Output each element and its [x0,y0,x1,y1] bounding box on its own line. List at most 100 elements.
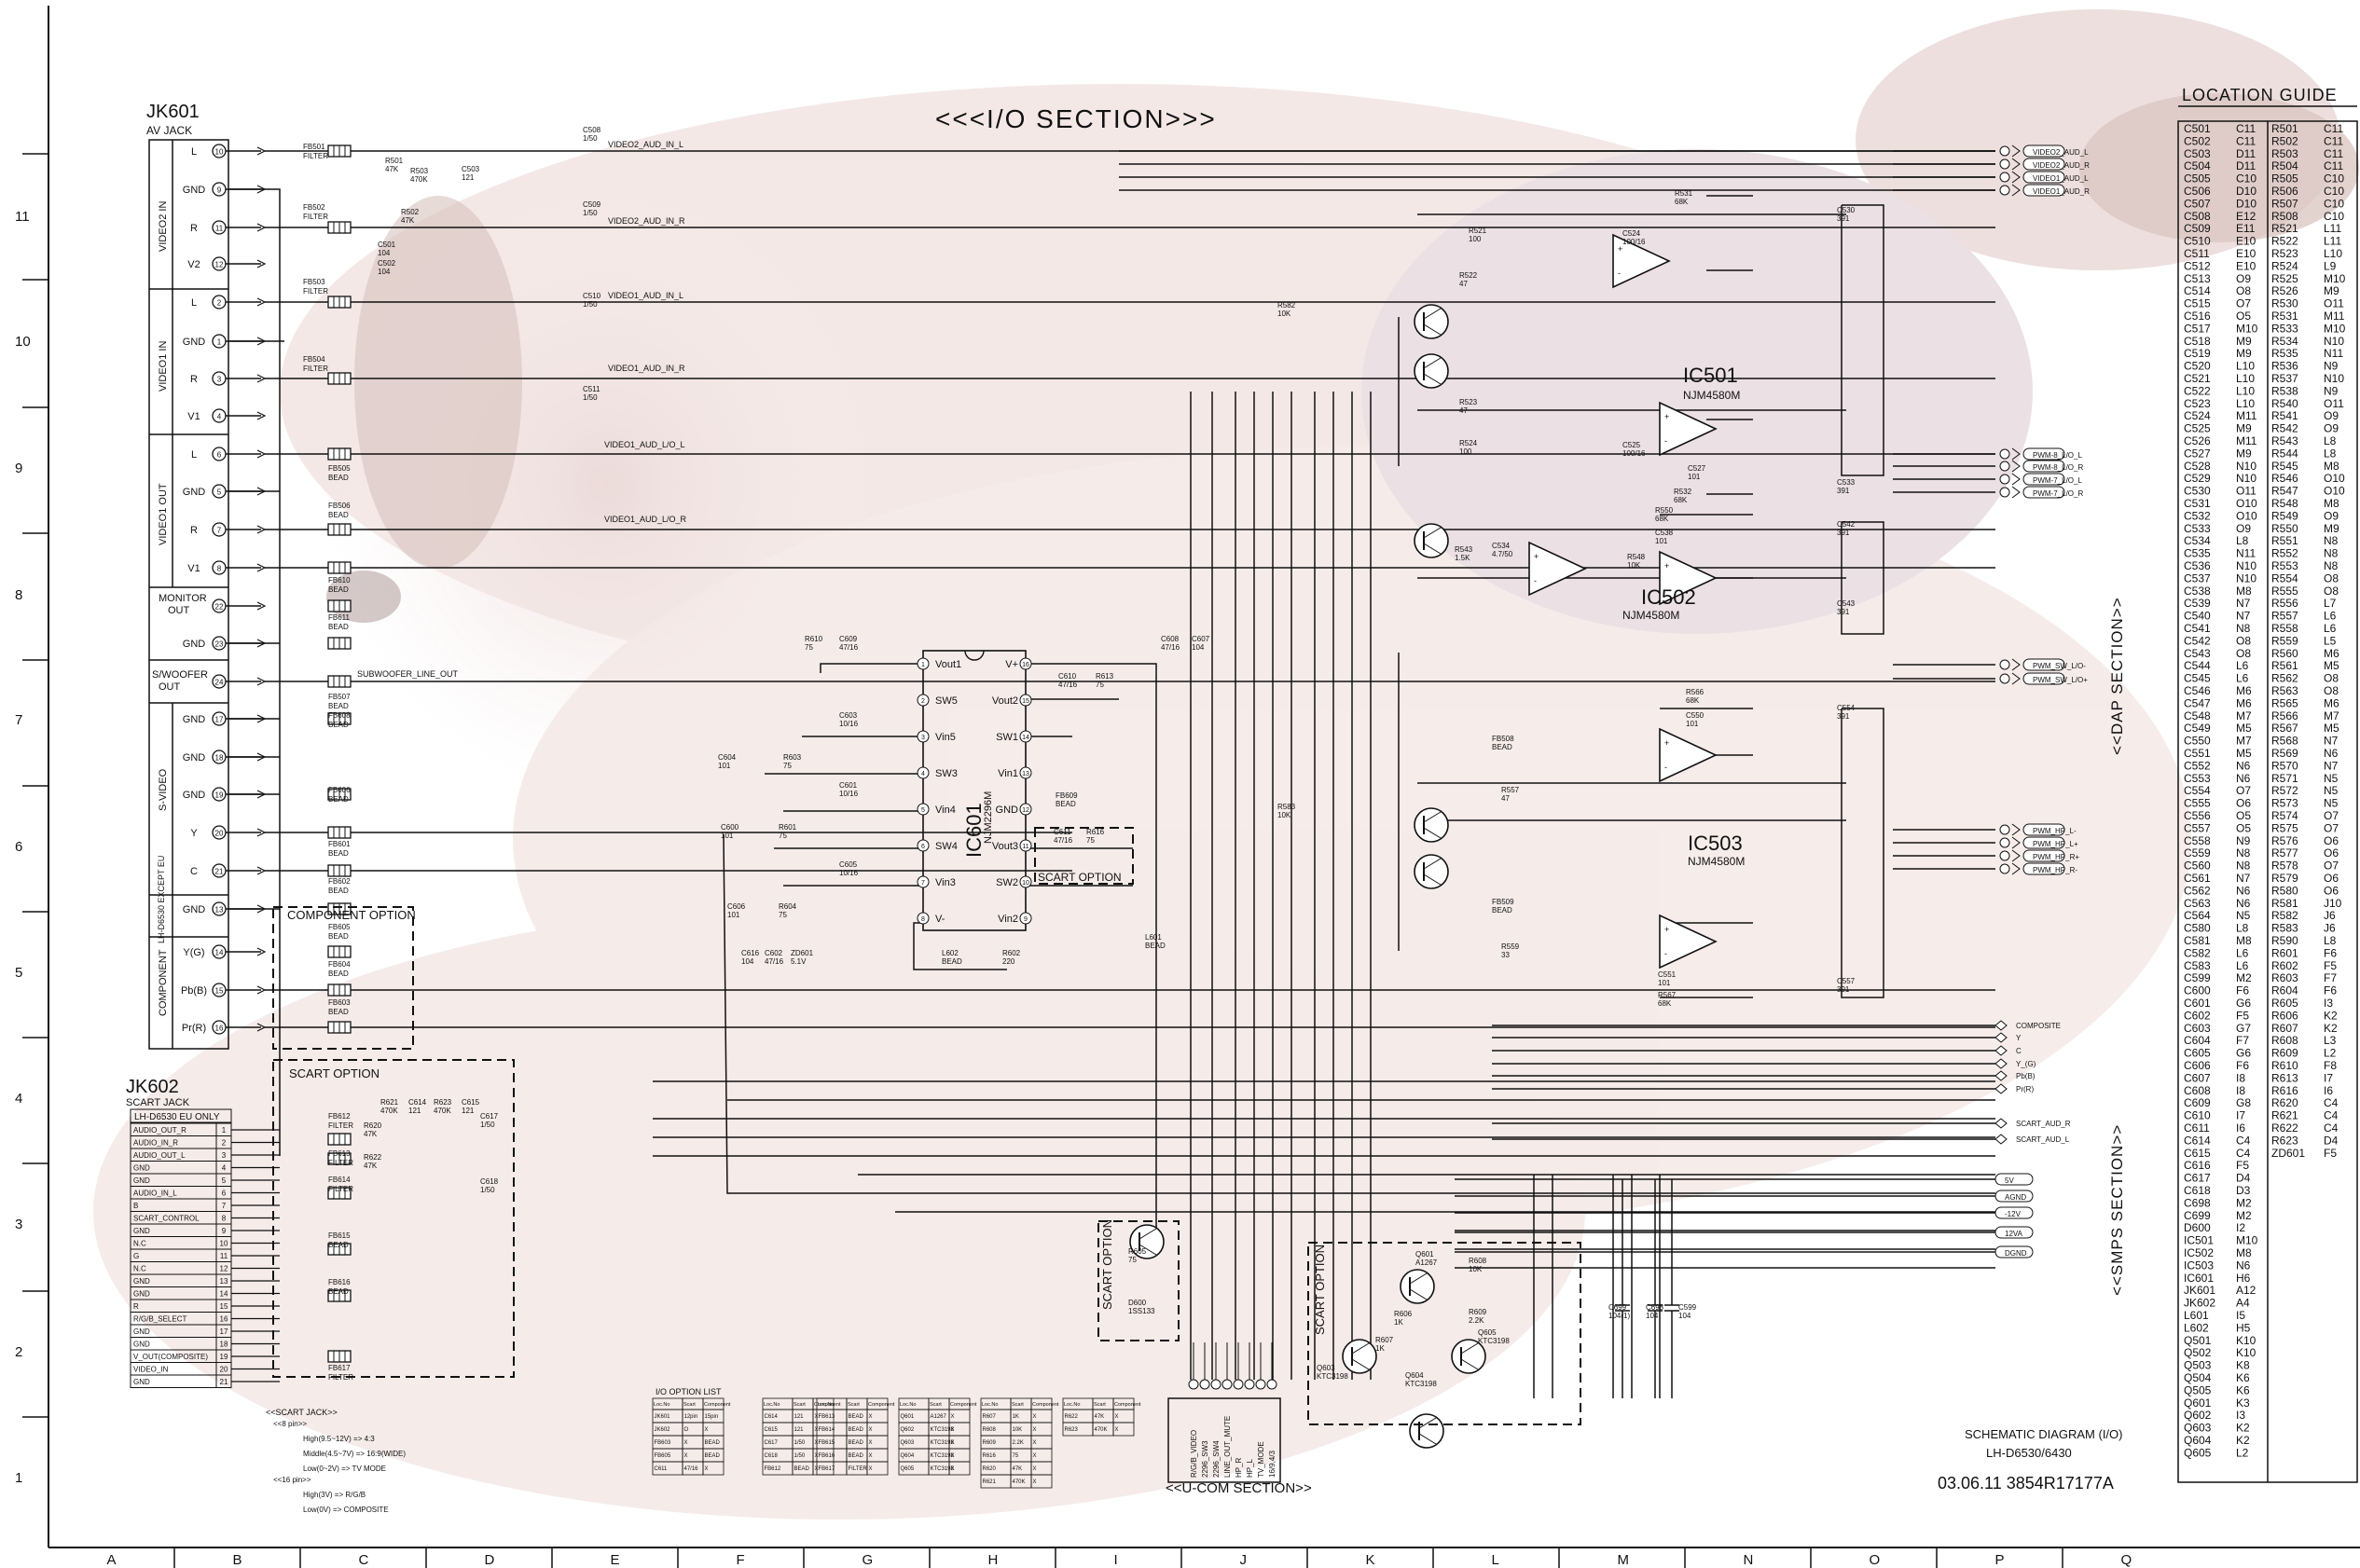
guide-loc: J10 [2324,897,2342,910]
io-header: Scart [930,1402,942,1408]
guide-loc: N8 [2324,547,2339,560]
component-label: R523 [1459,398,1478,406]
group-except-eu: LH-D6530 EXCEPT EU [157,856,166,943]
jk601-pin-num: 17 [215,716,224,724]
guide-loc: C11 [2236,134,2256,147]
component-label: C599 [1678,1303,1697,1312]
jk602-pin-label: GND [133,1327,150,1336]
io-cell: Q601 [901,1414,915,1420]
guide-ref: R555 [2271,585,2298,598]
guide-loc: G6 [2236,997,2251,1010]
component-label: 47/16 [1054,836,1073,845]
guide-loc: N6 [2236,772,2251,785]
io-cell: 1K [1013,1414,1019,1420]
guide-ref: R534 [2271,335,2298,348]
component-label: FB502 [303,203,325,212]
component-label: 1.5K [1455,554,1470,562]
io-header: Component [868,1402,895,1408]
io-cell: R623 [1065,1427,1079,1433]
guide-ref: C611 [2184,1121,2210,1135]
jk602-pin-num: 2 [222,1139,227,1148]
guide-ref: C556 [2184,809,2211,822]
guide-ref: R538 [2271,384,2298,397]
component-label: FB504 [303,355,325,364]
component-label: C525 [1622,441,1641,449]
guide-ref: R574 [2271,809,2298,822]
ic601-pin-num: 8 [921,916,925,923]
guide-ref: C537 [2184,571,2211,585]
guide-loc: O7 [2324,809,2339,822]
component-option-label: COMPONENT OPTION [287,908,416,922]
smps-section-label: <<SMPS SECTION>> [2108,1124,2126,1296]
io-cell: X [1115,1414,1119,1420]
component-label: R559 [1501,942,1520,951]
guide-loc: M8 [2236,585,2252,598]
jk601-pin-label: L [191,449,197,461]
svg-text:+: + [1664,561,1669,571]
component-label: FILTER [303,287,328,296]
guide-loc: N8 [2324,534,2339,547]
scart-option-label-2: SCART OPTION [1100,1219,1114,1310]
guide-loc: D10 [2236,185,2256,198]
scart-option-label-1: SCART OPTION [289,1066,380,1080]
component-label: FB601 [328,840,351,848]
io-cell: C611 [655,1466,669,1472]
ucom-pin-label: TV_MODE [1257,1441,1265,1478]
io-cell: KTC3198 [931,1440,955,1446]
guide-ref: R504 [2271,159,2298,172]
jk602-pin-num: 3 [222,1151,227,1160]
guide-loc: M7 [2236,735,2252,748]
guide-ref: C554 [2184,784,2211,797]
guide-loc: D10 [2236,197,2256,210]
component-label: 68K [1658,999,1672,1008]
component-label: 47K [364,1130,378,1138]
guide-ref: R607 [2271,1022,2298,1035]
component-label: R502 [401,208,420,216]
ic601-pin-num: 12 [1022,807,1029,814]
svg-text:+: + [1664,738,1669,748]
jk602-pin-label: AUDIO_IN_R [133,1139,178,1148]
title-line-1: SCHEMATIC DIAGRAM (I/O) [1965,1427,2122,1441]
guide-ref: R556 [2271,597,2298,610]
jk602-pin-label: V_OUT(COMPOSITE) [133,1353,208,1361]
io-cell: X [705,1427,709,1433]
guide-ref: C523 [2184,397,2211,410]
jk601-pin-num: 5 [217,488,222,497]
guide-ref: R621 [2271,1109,2298,1122]
jk601-pin-num: 22 [215,603,224,612]
guide-ref: R561 [2271,659,2298,672]
guide-ref: R522 [2271,235,2298,248]
component-label: 75 [1086,836,1095,845]
guide-ref: R559 [2271,634,2298,647]
jk601-pin-num: 23 [215,640,224,649]
column-label: Q [2121,1552,2132,1568]
component-label: FILTER [328,1121,353,1130]
component-labels: FB501FILTERFB502FILTERFB503FILTERFB504FI… [303,126,1856,1388]
component-label: 47 [1459,280,1468,288]
guide-loc: K6 [2236,1383,2250,1396]
io-cell: KTC3198 [931,1427,955,1433]
io-cell: BEAD [849,1414,864,1420]
component-label: FB506 [328,502,351,510]
connector-label: PWM-8_L/O_L [2033,451,2082,460]
guide-loc: L6 [2236,946,2249,959]
guide-loc: N8 [2236,846,2251,860]
component-label: BEAD [328,585,349,594]
component-label: R610 [805,635,823,643]
guide-ref: R551 [2271,534,2298,547]
guide-ref: R549 [2271,509,2298,522]
guide-loc: O6 [2324,834,2339,847]
jk602-pin-num: 15 [220,1302,228,1311]
guide-loc: O8 [2236,647,2251,660]
ic503-part: NJM4580M [1688,855,1745,868]
scart-notes-title: <<SCART JACK>> [266,1408,338,1417]
scart-note-5: High(3V) => R/G/B [303,1491,366,1499]
row-label: 11 [15,209,30,225]
guide-ref: C529 [2184,472,2211,485]
io-cell: X [951,1466,955,1472]
column-label: H [988,1552,999,1568]
guide-ref: C557 [2184,821,2211,834]
guide-ref: R575 [2271,821,2298,834]
component-label: C615 [462,1098,480,1107]
